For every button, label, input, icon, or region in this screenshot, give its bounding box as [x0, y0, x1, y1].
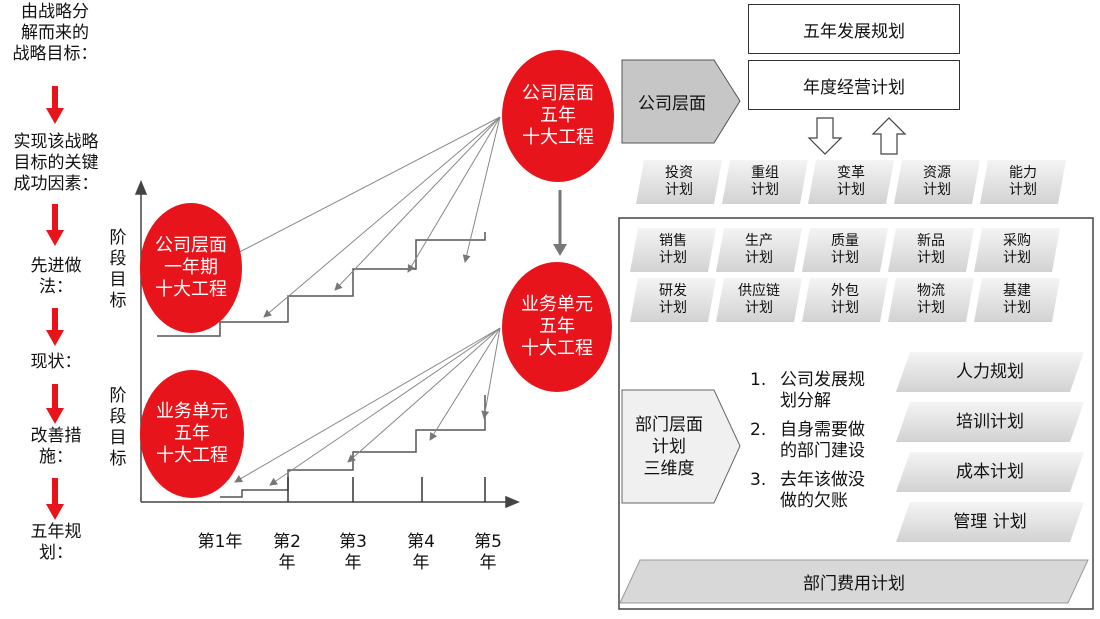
x-label-year4: 第4 年	[407, 532, 435, 573]
plan-capability: 能力 计划	[980, 160, 1066, 204]
plan-supply-chain: 供应链 计划	[716, 278, 802, 322]
company-level-arrow-shape	[621, 59, 741, 144]
x-label-year2: 第2 年	[273, 532, 301, 573]
point-number: 1.	[750, 370, 767, 390]
step-status: 现状：	[30, 352, 82, 372]
plan-infrastructure: 基建 计划	[974, 278, 1060, 322]
stage-goal-label-bottom: 阶 段 目 标	[109, 386, 127, 469]
step-key-success-factors: 实现该战略 目标的关键 成功因素：	[13, 132, 99, 194]
point-number: 3.	[750, 470, 767, 490]
x-label-year5: 第5 年	[474, 532, 502, 573]
plan-hr: 人力规划	[896, 352, 1084, 392]
plan-quality: 质量 计划	[802, 228, 888, 272]
plan-production: 生产 计划	[716, 228, 802, 272]
circle-unit-five-year-left: 业务单元 五年 十大工程	[140, 370, 244, 498]
step-strategy-goal: 由战略分 解而来的 战略目标：	[12, 2, 98, 64]
five-year-plan-box: 五年发展规划	[748, 4, 960, 54]
plan-investment: 投资 计划	[636, 160, 722, 204]
stage-goal-label-top: 阶 段 目 标	[109, 228, 127, 311]
point-number: 2.	[750, 420, 767, 440]
plan-training: 培训计划	[896, 402, 1084, 442]
plan-procurement: 采购 计划	[974, 228, 1060, 272]
plan-rnd: 研发 计划	[630, 278, 716, 322]
stairs-top	[157, 232, 486, 337]
circle-unit-five-year-right: 业务单元 五年 十大工程	[502, 262, 612, 392]
step-best-practice: 先进做 法：	[30, 256, 82, 297]
point-text: 去年该做没 做的欠账	[780, 470, 865, 511]
stairs-bottom	[220, 395, 486, 498]
dept-level-arrow-shape	[621, 389, 741, 504]
left-flow-arrows	[46, 86, 64, 520]
dept-point-3: 3. 去年该做没 做的欠账	[750, 470, 890, 512]
fan-arrows-bottom	[234, 327, 501, 486]
plan-restructure: 重组 计划	[722, 160, 808, 204]
point-text: 公司发展规 划分解	[780, 370, 865, 411]
step-five-year-plan: 五年规 划：	[30, 522, 82, 563]
plan-new-product: 新品 计划	[888, 228, 974, 272]
plan-outsourcing: 外包 计划	[802, 278, 888, 322]
plan-cost: 成本计划	[896, 452, 1084, 492]
dept-level-label: 部门层面 计划 三维度	[635, 415, 703, 479]
dept-cost-plan: 部门费用计划	[803, 574, 905, 594]
plan-change: 变革 计划	[808, 160, 894, 204]
plan-logistics: 物流 计划	[888, 278, 974, 322]
fan-arrows-top	[227, 116, 501, 318]
dept-point-2: 2. 自身需要做 的部门建设	[750, 420, 890, 462]
point-text: 自身需要做 的部门建设	[780, 420, 865, 461]
x-label-year1: 第1年	[197, 532, 243, 552]
x-label-year3: 第3 年	[339, 532, 367, 573]
circle-company-one-year: 公司层面 一年期 十大工程	[140, 203, 242, 333]
plan-management: 管理 计划	[896, 502, 1084, 542]
plan-resources: 资源 计划	[894, 160, 980, 204]
step-improvement: 改善措 施：	[30, 426, 82, 467]
company-level-label: 公司层面	[638, 94, 706, 114]
dept-cost-shape	[619, 559, 1089, 604]
circle-company-five-year: 公司层面 五年 十大工程	[502, 50, 614, 182]
plan-sales: 销售 计划	[630, 228, 716, 272]
annual-plan-box: 年度经营计划	[748, 60, 960, 110]
dept-point-1: 1. 公司发展规 划分解	[750, 370, 890, 412]
